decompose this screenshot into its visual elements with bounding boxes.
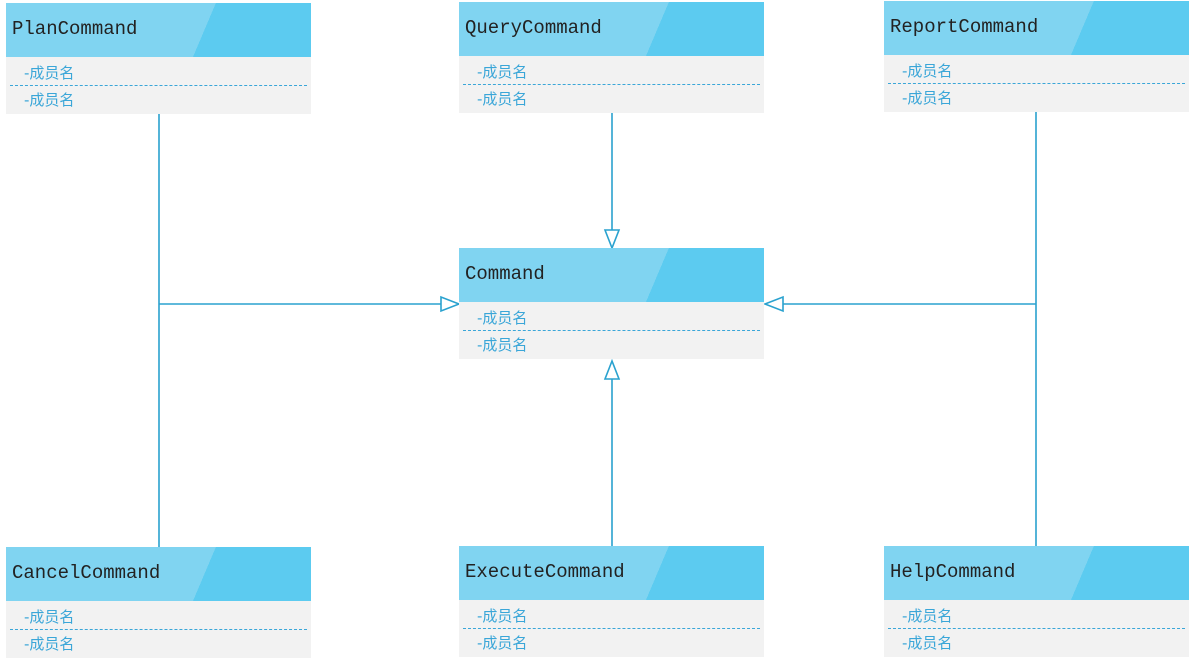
attribute: -成员名 — [902, 62, 953, 80]
class-name: HelpCommand — [890, 561, 1016, 583]
attribute: -成员名 — [902, 634, 953, 652]
class-attributes: -成员名 -成员名 — [459, 302, 764, 359]
attribute-divider — [888, 628, 1185, 629]
class-header: ReportCommand — [884, 1, 1189, 55]
attribute: -成员名 — [477, 634, 528, 652]
class-execute-command[interactable]: ExecuteCommand -成员名 -成员名 — [459, 546, 764, 657]
attribute: -成员名 — [24, 608, 75, 626]
attribute: -成员名 — [902, 89, 953, 107]
attribute: -成员名 — [477, 607, 528, 625]
class-header: ExecuteCommand — [459, 546, 764, 600]
attribute: -成员名 — [477, 63, 528, 81]
class-name: Command — [465, 263, 545, 285]
attribute-divider — [463, 330, 760, 331]
class-header: Command — [459, 248, 764, 302]
class-attributes: -成员名 -成员名 — [459, 56, 764, 113]
attribute-divider — [463, 84, 760, 85]
inheritance-arrow-top-icon — [603, 229, 621, 251]
inheritance-arrow-right-icon — [762, 295, 784, 313]
class-name: QueryCommand — [465, 17, 602, 39]
class-name: CancelCommand — [12, 562, 161, 584]
attribute-divider — [463, 628, 760, 629]
attribute-divider — [10, 629, 307, 630]
attribute: -成员名 — [24, 635, 75, 653]
inheritance-arrow-left-icon — [440, 295, 462, 313]
class-plan-command[interactable]: PlanCommand -成员名 -成员名 — [6, 3, 311, 114]
attribute: -成员名 — [902, 607, 953, 625]
class-attributes: -成员名 -成员名 — [459, 600, 764, 657]
class-header: HelpCommand — [884, 546, 1189, 600]
attribute-divider — [888, 83, 1185, 84]
attribute: -成员名 — [477, 336, 528, 354]
attribute-divider — [10, 85, 307, 86]
attribute: -成员名 — [24, 91, 75, 109]
class-attributes: -成员名 -成员名 — [884, 55, 1189, 112]
attribute: -成员名 — [477, 309, 528, 327]
class-name: ReportCommand — [890, 16, 1039, 38]
attribute: -成员名 — [24, 64, 75, 82]
class-cancel-command[interactable]: CancelCommand -成员名 -成员名 — [6, 547, 311, 658]
class-name: PlanCommand — [12, 18, 138, 40]
class-header: QueryCommand — [459, 2, 764, 56]
class-query-command[interactable]: QueryCommand -成员名 -成员名 — [459, 2, 764, 113]
class-attributes: -成员名 -成员名 — [6, 601, 311, 658]
class-help-command[interactable]: HelpCommand -成员名 -成员名 — [884, 546, 1189, 657]
class-attributes: -成员名 -成员名 — [6, 57, 311, 114]
class-command[interactable]: Command -成员名 -成员名 — [459, 248, 764, 359]
class-header: PlanCommand — [6, 3, 311, 57]
class-header: CancelCommand — [6, 547, 311, 601]
class-report-command[interactable]: ReportCommand -成员名 -成员名 — [884, 1, 1189, 112]
class-attributes: -成员名 -成员名 — [884, 600, 1189, 657]
inheritance-arrow-bottom-icon — [603, 358, 621, 380]
class-name: ExecuteCommand — [465, 561, 625, 583]
attribute: -成员名 — [477, 90, 528, 108]
